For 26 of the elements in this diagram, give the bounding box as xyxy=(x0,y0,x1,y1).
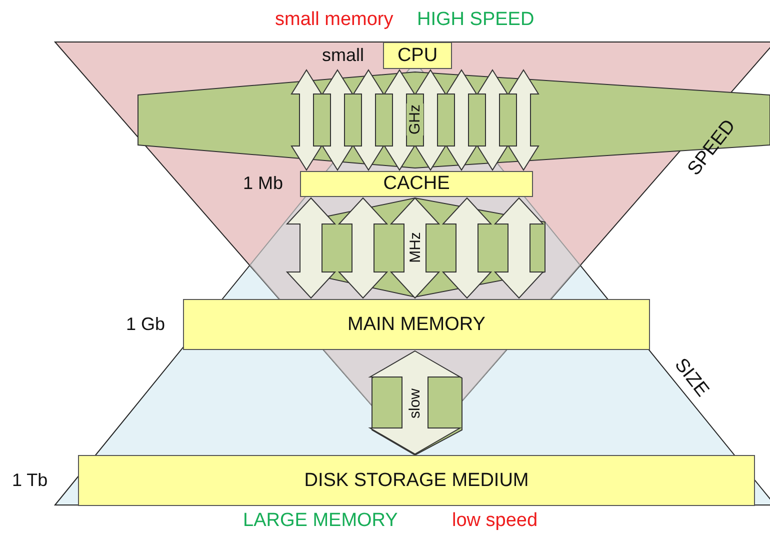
double-arrow xyxy=(368,350,462,455)
double-arrow xyxy=(442,197,492,299)
memory-level-box: CPU xyxy=(383,42,452,69)
memory-level-box: MAIN MEMORY xyxy=(183,299,650,350)
double-arrow xyxy=(414,69,446,171)
capacity-label: 1 Gb xyxy=(126,314,166,335)
capacity-label: 1 Tb xyxy=(12,470,48,491)
double-arrow xyxy=(322,69,354,171)
speed-note: low speed xyxy=(452,510,538,532)
double-arrow xyxy=(290,69,322,171)
edge-label: GHz xyxy=(406,103,424,135)
double-arrow xyxy=(476,69,508,171)
memory-level-box: DISK STORAGE MEDIUM xyxy=(78,455,755,506)
capacity-note: small memory xyxy=(275,9,394,31)
double-arrow xyxy=(384,69,416,171)
double-arrow xyxy=(352,69,384,171)
double-arrow xyxy=(494,197,544,299)
capacity-label: 1 Mb xyxy=(243,173,284,194)
double-arrow xyxy=(286,197,336,299)
speed-note: HIGH SPEED xyxy=(417,9,534,31)
capacity-label: small xyxy=(322,45,364,66)
capacity-note: LARGE MEMORY xyxy=(243,510,398,532)
double-arrow xyxy=(338,197,388,299)
double-arrow xyxy=(508,69,540,171)
double-arrow xyxy=(446,69,478,171)
memory-level-box: CACHE xyxy=(300,171,533,197)
